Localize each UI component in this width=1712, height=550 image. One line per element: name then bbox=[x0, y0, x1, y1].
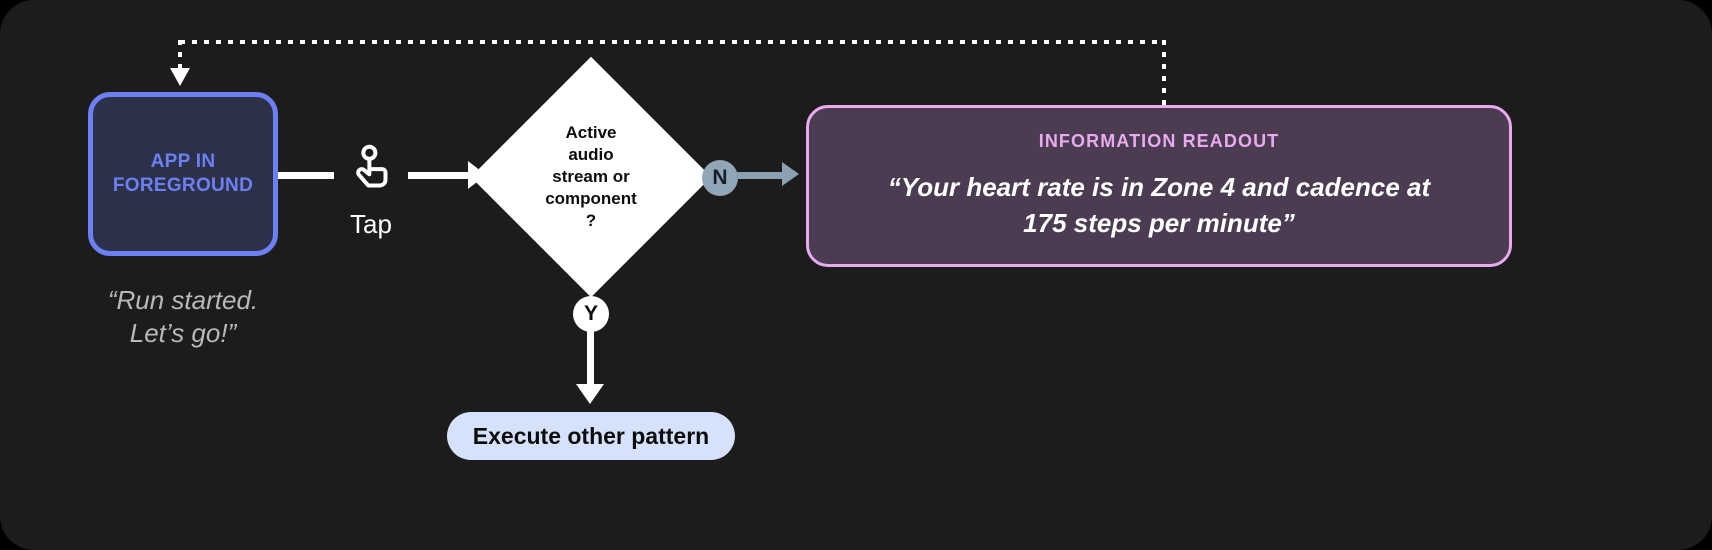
connector-decision-to-readout bbox=[736, 172, 784, 179]
decision-label-line1: Active bbox=[565, 122, 617, 142]
tap-gesture-group[interactable]: Tap bbox=[333, 140, 409, 248]
app-in-foreground-label: APP IN FOREGROUND bbox=[113, 150, 253, 198]
execute-other-pattern-node[interactable]: Execute other pattern bbox=[447, 412, 735, 460]
branch-badge-no-label: N bbox=[712, 166, 728, 189]
app-voice-caption: “Run started. Let’s go!” bbox=[60, 284, 306, 349]
app-voice-caption-line1: “Run started. bbox=[107, 285, 259, 315]
app-voice-caption-line2: Let’s go!” bbox=[129, 317, 237, 348]
connector-readout-arrowhead bbox=[782, 162, 799, 186]
app-in-foreground-label-line1: APP IN bbox=[150, 151, 216, 173]
connector-app-to-tap bbox=[278, 172, 334, 179]
feedback-loop-left-segment bbox=[178, 40, 182, 72]
branch-badge-no: N bbox=[702, 160, 738, 196]
feedback-loop-arrowhead bbox=[170, 68, 190, 86]
connector-tap-to-decision bbox=[408, 172, 470, 179]
decision-label: Active audio stream or component ? bbox=[480, 66, 702, 288]
decision-label-line3: stream or bbox=[552, 166, 630, 186]
information-readout-panel[interactable]: INFORMATION READOUT “Your heart rate is … bbox=[806, 105, 1512, 267]
tap-gesture-label: Tap bbox=[350, 209, 392, 239]
tap-hand-icon bbox=[356, 144, 388, 188]
feedback-loop-top-segment bbox=[180, 40, 1166, 44]
feedback-loop-right-segment bbox=[1162, 40, 1166, 106]
decision-label-line5: ? bbox=[585, 211, 597, 231]
app-in-foreground-node[interactable]: APP IN FOREGROUND bbox=[88, 92, 278, 256]
information-readout-body-line2: 175 steps per minute” bbox=[1023, 207, 1295, 238]
decision-label-line4: component bbox=[545, 189, 637, 209]
information-readout-title: INFORMATION READOUT bbox=[1038, 131, 1280, 152]
decision-label-line2: audio bbox=[568, 144, 614, 164]
information-readout-body: “Your heart rate is in Zone 4 and cadenc… bbox=[849, 170, 1469, 240]
connector-decision-to-execute bbox=[587, 328, 594, 390]
branch-badge-yes: Y bbox=[573, 296, 609, 332]
decision-node[interactable]: Active audio stream or component ? bbox=[470, 56, 712, 298]
branch-badge-yes-label: Y bbox=[583, 302, 598, 325]
connector-execute-arrowhead bbox=[576, 384, 604, 404]
app-in-foreground-label-line2: FOREGROUND bbox=[112, 175, 254, 196]
execute-other-pattern-label: Execute other pattern bbox=[472, 422, 710, 449]
information-readout-body-line1: “Your heart rate is in Zone 4 and cadenc… bbox=[887, 172, 1431, 203]
